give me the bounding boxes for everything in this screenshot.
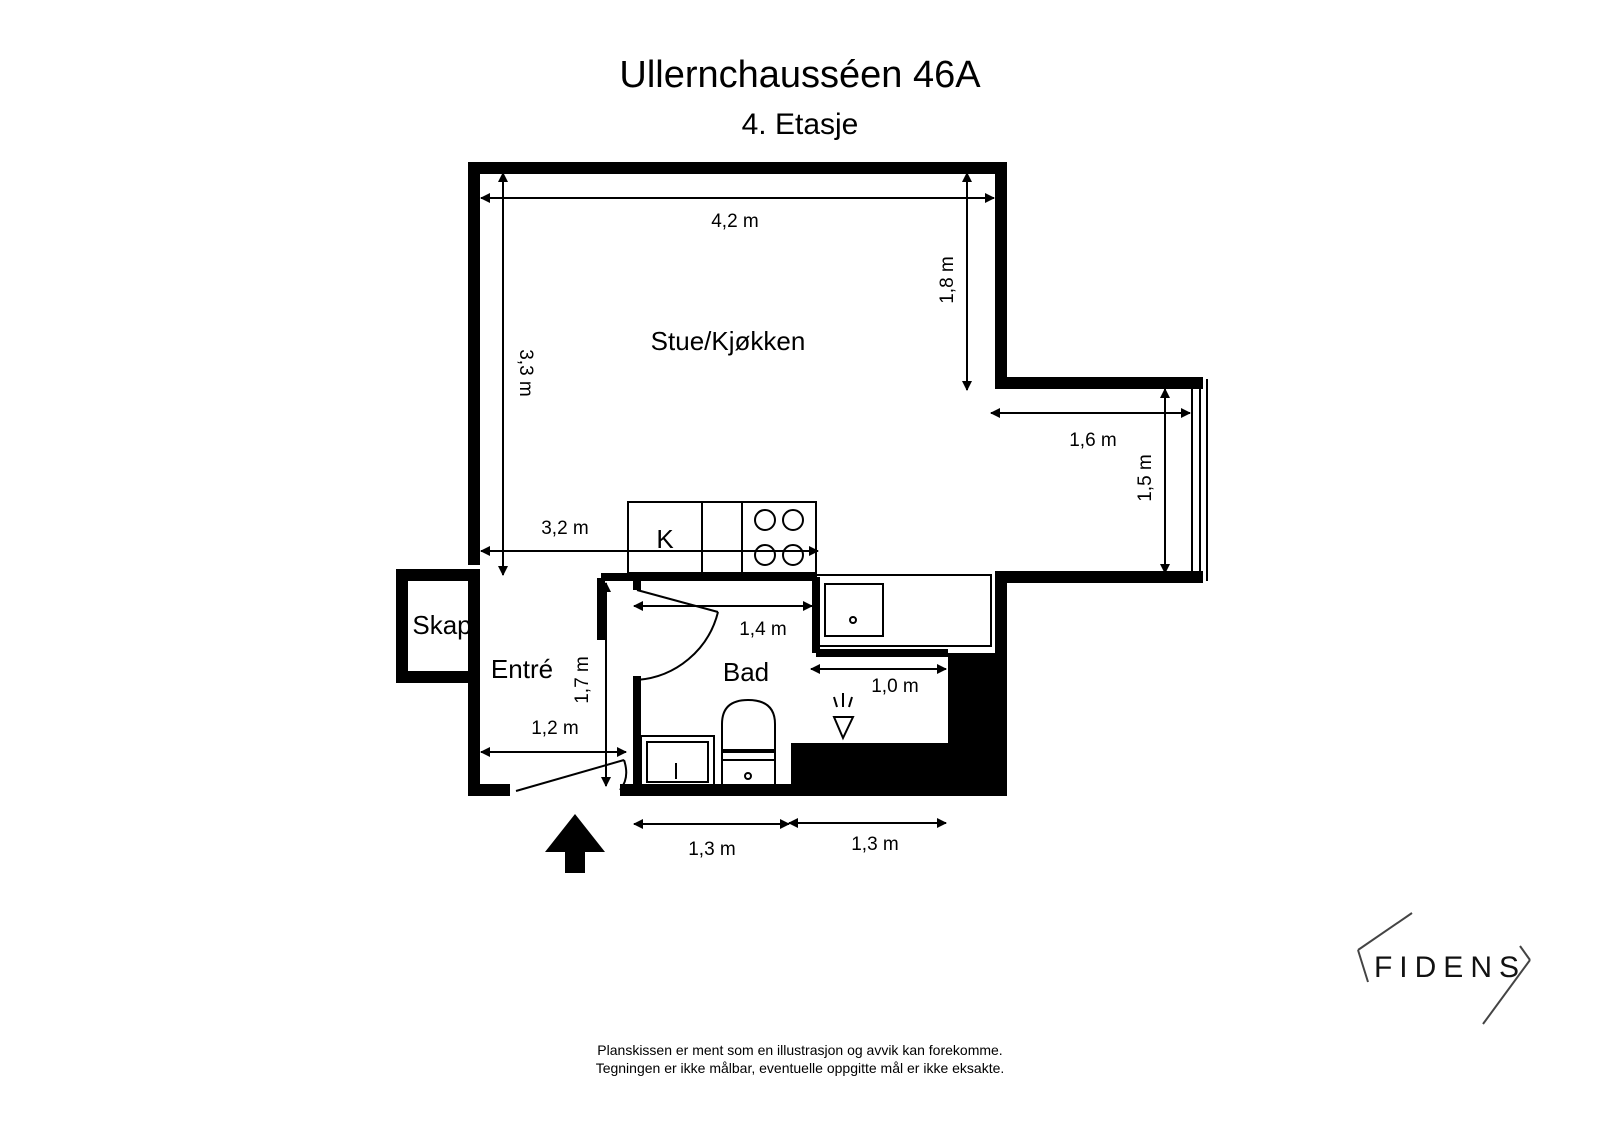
room-label-storage: Skap bbox=[412, 610, 471, 640]
brand-logo: FIDENS bbox=[1357, 912, 1531, 1025]
dim-right-upper: 1,8 m bbox=[937, 256, 958, 304]
entrance-door bbox=[515, 759, 628, 792]
dim-bath-width: 1,4 m bbox=[739, 619, 787, 640]
plan-title: Ullernchausséen 46A bbox=[619, 54, 981, 96]
dimension-lines bbox=[480, 172, 1191, 829]
bath-door bbox=[636, 589, 719, 681]
technical-shaft bbox=[791, 653, 1001, 796]
dim-entrance-width: 1,2 m bbox=[531, 718, 579, 739]
entrance-arrow-icon bbox=[545, 814, 605, 873]
stove-burners bbox=[754, 509, 804, 566]
brand-name: FIDENS bbox=[1374, 951, 1526, 984]
kitchen-sink bbox=[815, 574, 992, 647]
room-label-entrance: Entré bbox=[491, 654, 553, 684]
window bbox=[1191, 379, 1208, 581]
dim-bottom-left: 1,3 m bbox=[688, 839, 736, 860]
kitchen-marker: K bbox=[656, 524, 674, 554]
room-label-bathroom: Bad bbox=[723, 657, 769, 687]
ceiling-light bbox=[832, 693, 855, 741]
dim-bath-right: 1,0 m bbox=[871, 676, 919, 697]
dim-entrance-height: 1,7 m bbox=[572, 656, 593, 704]
dim-kitchen-width: 3,2 m bbox=[541, 518, 589, 539]
toilet bbox=[721, 698, 776, 787]
floor-label: 4. Etasje bbox=[741, 108, 859, 141]
bath-sink bbox=[640, 735, 715, 787]
dim-alcove-width: 1,6 m bbox=[1069, 430, 1117, 451]
dim-alcove-height: 1,5 m bbox=[1135, 454, 1156, 502]
disclaimer-line-2: Tegningen er ikke målbar, eventuelle opp… bbox=[595, 1060, 1005, 1076]
dim-bottom-right: 1,3 m bbox=[851, 834, 899, 855]
room-label-living: Stue/Kjøkken bbox=[651, 326, 806, 356]
dim-top-width: 4,2 m bbox=[711, 211, 759, 232]
dim-left-height: 3,3 m bbox=[515, 349, 536, 397]
disclaimer-line-1: Planskissen er ment som en illustrasjon … bbox=[597, 1042, 1003, 1058]
kitchen-counter bbox=[627, 501, 817, 574]
